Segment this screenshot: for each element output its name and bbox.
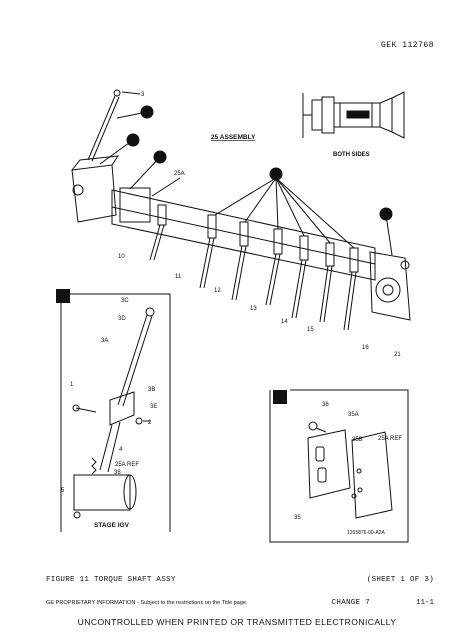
part-number: 16 [362, 345, 369, 351]
inset-b-tag: B [277, 393, 284, 403]
uncontrolled-notice: UNCONTROLLED WHEN PRINTED OR TRANSMITTED… [77, 617, 397, 627]
page-number: 11-1 [415, 599, 434, 607]
svg-text:D: D [273, 170, 279, 179]
part-number: 3E [150, 404, 157, 410]
inset-b-tag-box [273, 390, 287, 404]
main-assembly [71, 89, 411, 331]
assembly-label: 25 ASSEMBLY [211, 134, 256, 141]
callout-d: D [269, 167, 283, 181]
part-number: 3A [101, 338, 108, 344]
proprietary-notice: GE PROPRIETARY INFORMATION - Subject to … [46, 600, 248, 606]
drawing-id: 1265876-00-A2A [347, 530, 385, 536]
both-sides-label: BOTH SIDES [333, 152, 370, 158]
part-number: 2 [148, 420, 152, 426]
part-number: 3 [141, 92, 145, 98]
part-number: 4 [119, 447, 123, 453]
svg-text:E: E [383, 210, 389, 219]
inset-a-tag-box [56, 289, 70, 303]
change-label: CHANGE 7 [331, 599, 370, 607]
callout-a: A [140, 105, 154, 119]
part-number: 3D [118, 316, 126, 322]
part-number: 36 [322, 402, 329, 408]
part-number: 11 [175, 274, 182, 280]
part-number: 12 [214, 288, 221, 294]
document-number: GEK 112768 [380, 41, 434, 50]
part-number: 14 [281, 319, 288, 325]
figure-caption: FIGURE 11 TORQUE SHAFT ASSY [46, 576, 176, 584]
part-number: 25A [174, 171, 185, 177]
part-number: 1 [70, 382, 74, 388]
part-number: 35 [294, 515, 301, 521]
inset-b-frame [269, 389, 409, 543]
inset-a-tag: A [60, 292, 67, 302]
part-number: 15 [307, 327, 314, 333]
part-number: 38 [114, 470, 121, 476]
callout-c: C [126, 133, 140, 147]
part-number: 13 [250, 306, 257, 312]
part-number: 25A REF [378, 436, 402, 442]
part-number: 35B [352, 437, 363, 443]
part-number: 5 [61, 488, 65, 494]
svg-text:A: A [144, 108, 150, 117]
part-number: 10 [118, 254, 125, 260]
svg-text:C: C [130, 136, 136, 145]
part-number: 35A [348, 412, 359, 418]
part-number: 25A REF [115, 462, 139, 468]
part-number: 3B [148, 387, 155, 393]
part-number: 3C [121, 298, 129, 304]
svg-text:B: B [157, 153, 163, 162]
both-sides-view [302, 91, 405, 139]
part-number: 21 [394, 352, 401, 358]
sheet-label: (SHEET 1 OF 3) [366, 576, 434, 584]
callout-b: B [153, 150, 167, 164]
inset-a-frame [60, 293, 171, 532]
callout-e: E [379, 207, 393, 221]
inset-a-title: STAGE IGV [94, 522, 130, 529]
